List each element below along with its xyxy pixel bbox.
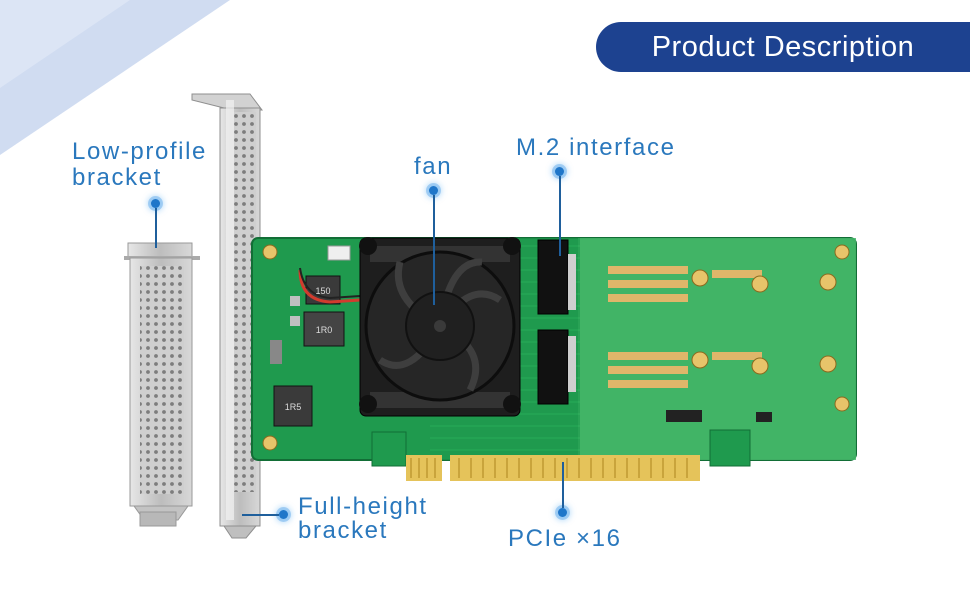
inductor-label: 150 bbox=[315, 286, 330, 296]
label-low-profile-line2: bracket bbox=[72, 164, 162, 191]
callout-line-low-profile bbox=[155, 208, 157, 248]
page-title: Product Description bbox=[651, 31, 915, 63]
pcb-board bbox=[251, 237, 857, 481]
callout-line-fan bbox=[433, 195, 435, 305]
callout-dot-fan bbox=[429, 186, 438, 195]
label-full-height-line1: Full-height bbox=[298, 493, 428, 520]
corner-decoration bbox=[0, 0, 230, 155]
callout-line-full-height bbox=[242, 514, 279, 516]
header-badge bbox=[596, 22, 970, 72]
callout-dot-low-profile bbox=[151, 199, 160, 208]
callout-line-m2 bbox=[559, 176, 561, 256]
label-pcie: PCIe ×16 bbox=[508, 525, 622, 552]
callout-dot-full-height bbox=[279, 510, 288, 519]
callout-line-pcie bbox=[562, 462, 564, 508]
callout-dot-pcie bbox=[558, 508, 567, 517]
low-profile-bracket bbox=[124, 242, 200, 527]
label-m2-interface: M.2 interface bbox=[516, 134, 676, 161]
label-low-profile-line1: Low-profile bbox=[72, 138, 207, 165]
label-fan: fan bbox=[414, 153, 453, 180]
callout-dot-m2 bbox=[555, 167, 564, 176]
inductor-label: 1R0 bbox=[316, 325, 333, 335]
label-full-height-line2: bracket bbox=[298, 517, 388, 544]
inductor-label: 1R5 bbox=[285, 402, 302, 412]
